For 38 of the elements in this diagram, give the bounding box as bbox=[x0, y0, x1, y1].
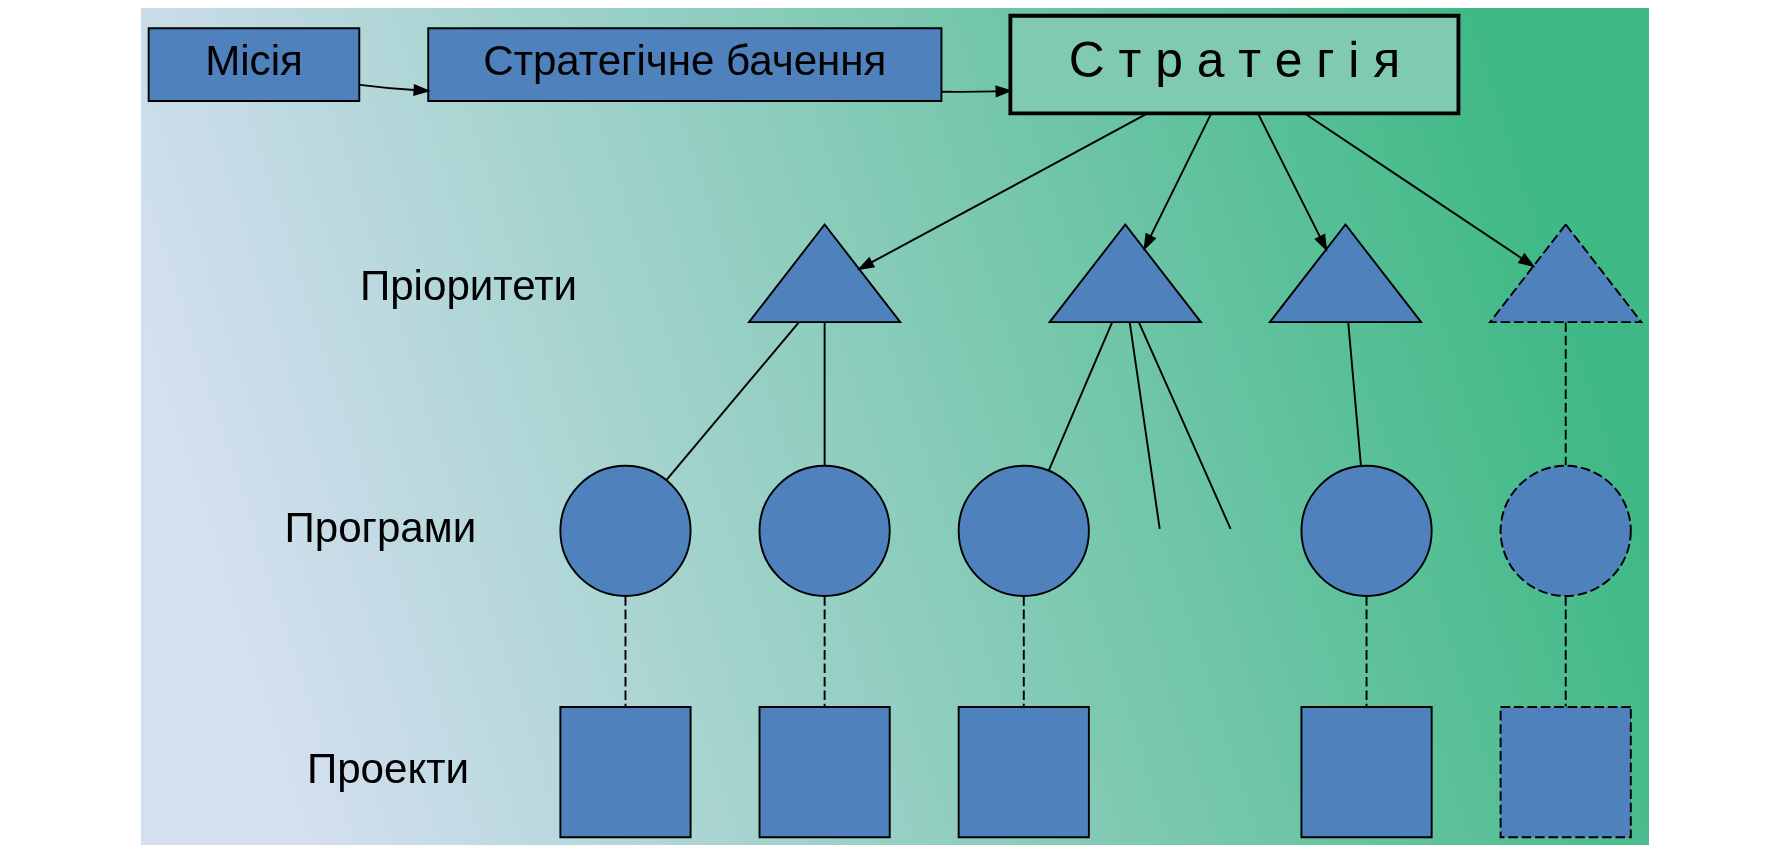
arrow bbox=[1304, 113, 1535, 268]
connector bbox=[823, 321, 826, 467]
node-box: Місія bbox=[147, 27, 360, 102]
node-circle bbox=[758, 464, 891, 597]
node-circle bbox=[558, 464, 692, 597]
node-triangle bbox=[746, 222, 902, 324]
arrow bbox=[856, 112, 1148, 271]
arrow bbox=[940, 85, 1013, 98]
connector bbox=[1137, 321, 1231, 530]
node-box bbox=[558, 706, 692, 839]
node-box bbox=[758, 706, 891, 839]
node-box: Стратегічне бачення bbox=[426, 27, 942, 102]
node-triangle bbox=[1267, 222, 1423, 324]
node-triangle bbox=[1487, 222, 1643, 324]
node-triangle bbox=[1047, 222, 1203, 324]
connector bbox=[1047, 321, 1113, 472]
connector bbox=[1564, 321, 1567, 467]
node-box bbox=[1499, 706, 1632, 839]
arrow bbox=[1256, 113, 1327, 252]
label: Проекти bbox=[306, 744, 469, 792]
label: Пріоритети bbox=[359, 262, 577, 310]
connector bbox=[1346, 321, 1362, 467]
node-circle bbox=[1499, 464, 1632, 597]
connector bbox=[624, 595, 626, 708]
node-circle bbox=[1300, 464, 1433, 597]
node-circle bbox=[957, 464, 1090, 597]
connector bbox=[1022, 595, 1025, 708]
connector bbox=[1365, 595, 1367, 708]
label: Програми bbox=[283, 503, 476, 551]
connector bbox=[665, 321, 800, 481]
arrow bbox=[358, 83, 431, 97]
node-box: С т р а т е г і я bbox=[1007, 13, 1460, 116]
node-box bbox=[957, 706, 1090, 839]
connector bbox=[1564, 595, 1567, 708]
connector bbox=[1128, 321, 1161, 530]
connector bbox=[823, 595, 826, 708]
node-box bbox=[1300, 706, 1433, 839]
arrow bbox=[1142, 113, 1212, 251]
